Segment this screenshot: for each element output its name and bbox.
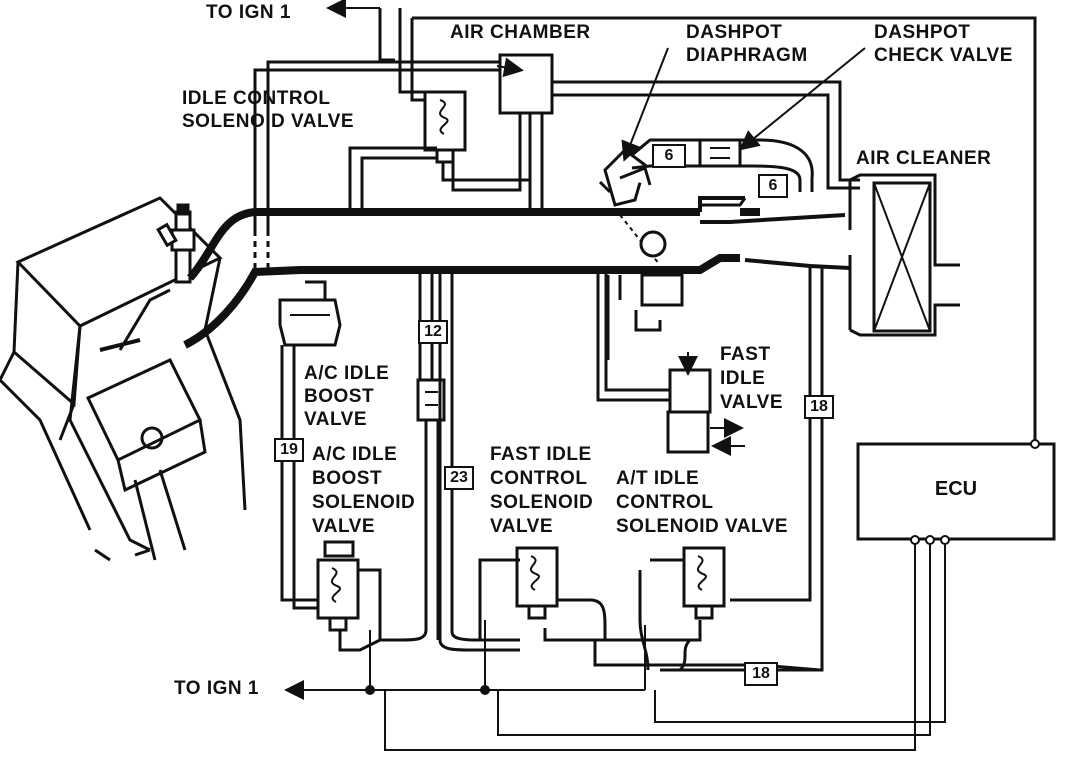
dashpot-diaphragm-label-line1: DASHPOT xyxy=(686,22,783,43)
ac-idle-boost-solenoid-valve-label-line2: BOOST xyxy=(312,468,383,489)
at-idle-control-solenoid-valve-label-line3: SOLENOID VALVE xyxy=(616,516,789,537)
hose-number-18-bottom: 18 xyxy=(744,662,778,686)
ac-idle-boost-solenoid-valve xyxy=(316,540,360,632)
ac-idle-boost-valve xyxy=(278,280,342,347)
ac-idle-boost-valve-label-line3: VALVE xyxy=(304,409,368,430)
ac-idle-boost-valve-label-line1: A/C IDLE xyxy=(304,363,390,384)
at-idle-control-solenoid-valve xyxy=(682,546,726,620)
idle-control-solenoid-valve-label-line1: IDLE CONTROL xyxy=(182,88,331,109)
air-chamber xyxy=(498,53,554,115)
intake-manifold xyxy=(183,196,851,349)
air-chamber-label: AIR CHAMBER xyxy=(450,22,591,43)
fast-idle-valve xyxy=(634,310,745,456)
air-cleaner-label: AIR CLEANER xyxy=(856,148,992,169)
ecu-label: ECU xyxy=(934,478,978,500)
ac-idle-boost-valve-label-line2: BOOST xyxy=(304,386,375,407)
dashpot-diaphragm-label-line2: DIAPHRAGM xyxy=(686,45,808,66)
throttle-body xyxy=(606,214,684,360)
dashpot-check-valve-label-line2: CHECK VALVE xyxy=(874,45,1013,66)
to-ign1-top-label: TO IGN 1 xyxy=(206,2,291,23)
dashpot-diaphragm xyxy=(598,148,652,207)
ac-idle-boost-solenoid-valve-label-line3: SOLENOID xyxy=(312,492,416,513)
hose-number-18-right: 18 xyxy=(804,395,834,419)
hose-number-6-upper: 6 xyxy=(652,144,686,168)
at-idle-control-solenoid-valve-label-line1: A/T IDLE xyxy=(616,468,700,489)
fast-idle-control-solenoid-valve-label-line4: VALVE xyxy=(490,516,554,537)
fast-idle-valve-label-line1: FAST xyxy=(720,344,771,365)
fast-idle-control-solenoid-valve-label-line1: FAST IDLE xyxy=(490,444,592,465)
idle-control-solenoid-valve-label-line2: SOLENOID VALVE xyxy=(182,111,355,132)
fast-idle-valve-label-line2: IDLE xyxy=(720,368,766,389)
hose-number-12: 12 xyxy=(418,320,448,344)
hose-number-23: 23 xyxy=(444,466,474,490)
dashpot-check-valve xyxy=(698,138,742,168)
fast-idle-control-solenoid-valve xyxy=(515,546,559,620)
air-cleaner-housing xyxy=(848,173,960,337)
hose-number-19: 19 xyxy=(274,438,304,462)
fast-idle-control-solenoid-valve-label-line2: CONTROL xyxy=(490,468,588,489)
ecu-box xyxy=(856,442,1056,541)
fuel-injector xyxy=(156,203,196,284)
to-ign1-bottom-label: TO IGN 1 xyxy=(174,678,259,699)
fast-idle-control-solenoid-valve-label-line3: SOLENOID xyxy=(490,492,594,513)
electrical-wiring xyxy=(284,0,1040,751)
ac-idle-boost-solenoid-valve-label-line4: VALVE xyxy=(312,516,376,537)
leader-arrows xyxy=(496,47,866,162)
dashpot-check-valve-label-line1: DASHPOT xyxy=(874,22,971,43)
at-idle-control-solenoid-valve-label-line2: CONTROL xyxy=(616,492,714,513)
ac-idle-boost-solenoid-valve-label-line1: A/C IDLE xyxy=(312,444,398,465)
idle-control-solenoid-valve xyxy=(423,90,467,164)
hose-number-6-lower: 6 xyxy=(758,174,788,198)
fast-idle-valve-label-line3: VALVE xyxy=(720,392,784,413)
